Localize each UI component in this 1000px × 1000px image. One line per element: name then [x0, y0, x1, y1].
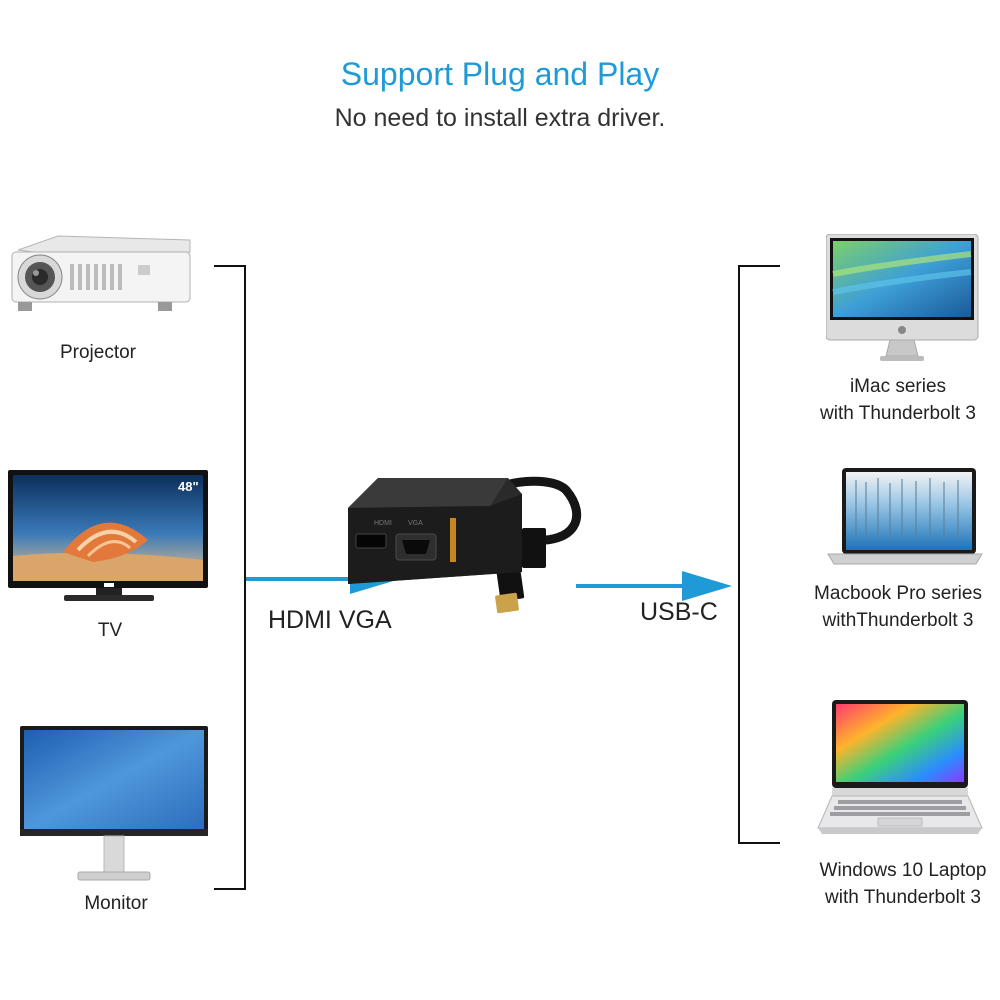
tv-size-badge: 48"	[178, 479, 199, 494]
device-label-laptop-line2: with Thunderbolt 3	[790, 884, 1000, 911]
imac-icon	[826, 234, 980, 364]
page-subtitle: No need to install extra driver.	[0, 104, 1000, 133]
projector-icon	[8, 232, 193, 317]
usb-c-adapter-icon: HDMI VGA	[340, 468, 600, 616]
device-label-imac: iMac series with Thunderbolt 3	[790, 373, 1000, 427]
page-title: Support Plug and Play	[0, 56, 1000, 93]
device-label-laptop: Windows 10 Laptop with Thunderbolt 3	[790, 857, 1000, 911]
device-label-macbook-line1: Macbook Pro series	[790, 580, 1000, 607]
device-label-macbook: Macbook Pro series withThunderbolt 3	[790, 580, 1000, 634]
laptop-icon	[814, 700, 984, 840]
output-arrow-line	[576, 584, 686, 588]
adapter-port-label-vga: VGA	[408, 520, 423, 527]
tv-icon: 48"	[8, 470, 210, 605]
input-arrow-line	[246, 577, 354, 581]
device-label-monitor: Monitor	[26, 890, 206, 917]
device-label-tv: TV	[20, 617, 200, 644]
monitor-icon	[20, 726, 210, 882]
output-arrow-head	[682, 571, 732, 601]
device-label-laptop-line1: Windows 10 Laptop	[790, 857, 1000, 884]
device-label-imac-line2: with Thunderbolt 3	[790, 400, 1000, 427]
device-label-projector: Projector	[8, 339, 188, 366]
adapter-port-label-hdmi: HDMI	[374, 520, 392, 527]
right-bracket	[738, 265, 780, 844]
device-label-imac-line1: iMac series	[790, 373, 1000, 400]
macbook-icon	[826, 468, 984, 566]
device-label-macbook-line2: withThunderbolt 3	[790, 607, 1000, 634]
output-label: USB-C	[640, 598, 718, 627]
left-bracket	[214, 265, 246, 890]
